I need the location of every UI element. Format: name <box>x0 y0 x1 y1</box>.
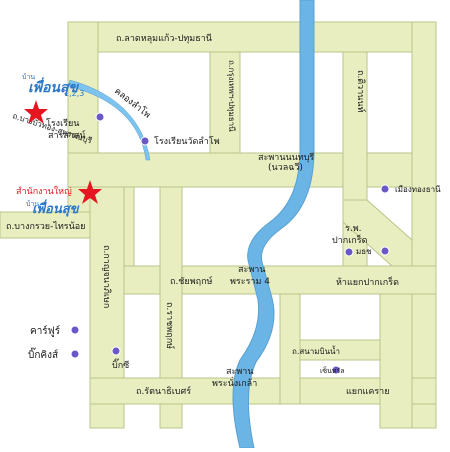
label-road-tiwanon: ถ.ติวานนท์ <box>355 70 367 113</box>
label-muangthong: เมืองทองธานี <box>395 185 441 194</box>
label-wat-school: โรงเรียนวัดลำโพ <box>154 136 220 147</box>
place-labels: โรงเรียน สารสาสน์ โรงเรียนวัดลำโพ เมืองท… <box>28 118 441 397</box>
road-bangbuathong <box>67 152 437 188</box>
label-road-chaiyaphruek: ถ.ชัยพฤกษ์ <box>170 275 213 287</box>
label-central: เซ็นทรัล <box>320 366 345 375</box>
khlong-lamphoo <box>67 79 151 161</box>
label-road-ratchaphruek: ถ.ราชพฤกษ์ <box>164 302 176 349</box>
road-top <box>67 21 437 53</box>
label-road-bangkruai-sainoi: ถ.บางกรวย-ไทรน้อย <box>6 221 85 232</box>
poi-hospital-icon <box>344 247 354 257</box>
label-bridge-nangklao-1: สะพาน <box>226 367 253 377</box>
brand-logo-small-top: บ้าน <box>22 73 35 81</box>
poi-mochit-icon <box>380 246 390 256</box>
poi-muangthong-icon <box>380 184 390 194</box>
label-road-sanambinnam: ถ.สนามบินน้ำ <box>292 345 340 356</box>
road-khaerai-vertical <box>379 293 413 429</box>
label-school-sarasas-2: สารสาสน์ <box>48 129 86 141</box>
road-rattanathibet <box>89 377 437 405</box>
road-right-edge <box>411 21 437 429</box>
roads-layer <box>0 21 437 429</box>
poi-carrefour-icon <box>70 325 80 335</box>
label-carrefour: คาร์ฟูร์ <box>30 325 61 337</box>
label-school-sarasas-1: โรงเรียน <box>46 118 79 129</box>
poi-school-wat-icon <box>140 136 150 146</box>
brand-top: บ้าน เพื่อนสุข 1,2,3 <box>22 73 84 124</box>
label-road-top: ถ.ลาดหลุมแก้ว-ปทุมธานี <box>116 33 212 44</box>
label-hospital-1: ร.พ. <box>345 224 362 234</box>
poi-bigc-icon <box>111 346 121 356</box>
label-bridge-rama4-2: พระราม 4 <box>230 277 270 287</box>
label-bridge-nangklao-2: พระนั่งเกล้า <box>212 376 257 389</box>
label-hospital-2: ปากเกร็ด <box>332 233 368 246</box>
poi-school-sarasas-icon <box>95 112 105 122</box>
road-pakkret-diagonal <box>342 199 413 267</box>
brand-logo-name-top: เพื่อนสุข <box>28 77 80 96</box>
label-road-kanchanaphisek: ถ.กาญจนาภิเษก <box>101 245 112 308</box>
road-ratchaphruek <box>159 186 183 429</box>
label-road-pathum: ถ.กรุงเทพฯ-ปทุมธานี <box>227 60 236 132</box>
label-bridge-nonthaburi-1: สะพานนนทบุรี <box>258 152 314 163</box>
label-bigking: บิ๊กคิงส์ <box>28 347 58 361</box>
label-bigc: บิ๊กซี <box>112 358 129 371</box>
brand-headoffice: สำนักงานใหญ่ บ้าน เพื่อนสุข <box>16 180 102 217</box>
poi-markers <box>70 112 390 375</box>
poi-bigking-icon <box>70 349 80 359</box>
road-pathum-vertical <box>209 51 241 154</box>
label-pakkret-junction: ห้าแยกปากเกร็ด <box>336 275 399 288</box>
brand-logo-name-bottom: เพื่อนสุข <box>32 199 80 217</box>
label-bridge-rama4-1: สะพาน <box>238 265 265 275</box>
bridge-labels: สะพานนนทบุรี (นวลฉวี) สะพาน พระราม 4 สะพ… <box>212 152 314 389</box>
star-icon-top <box>24 100 48 124</box>
label-khaerai: แยกแคราย <box>346 387 390 397</box>
brand-phases: 1,2,3 <box>64 89 84 98</box>
brand-logo-small-bottom: บ้าน <box>26 200 39 208</box>
label-khlong: คลองลำโพ <box>112 86 152 121</box>
label-head-office: สำนักงานใหญ่ <box>16 186 72 197</box>
road-sanambinnam-vertical <box>279 293 301 405</box>
label-bridge-nonthaburi-2: (นวลฉวี) <box>268 162 303 173</box>
poi-central-icon <box>331 365 341 375</box>
label-mochit: มธช <box>356 247 372 256</box>
star-icon-headoffice <box>78 180 102 204</box>
road-mid-vertical <box>123 186 135 267</box>
label-road-rattanathibet: ถ.รัตนาธิเบศร์ <box>136 385 191 397</box>
